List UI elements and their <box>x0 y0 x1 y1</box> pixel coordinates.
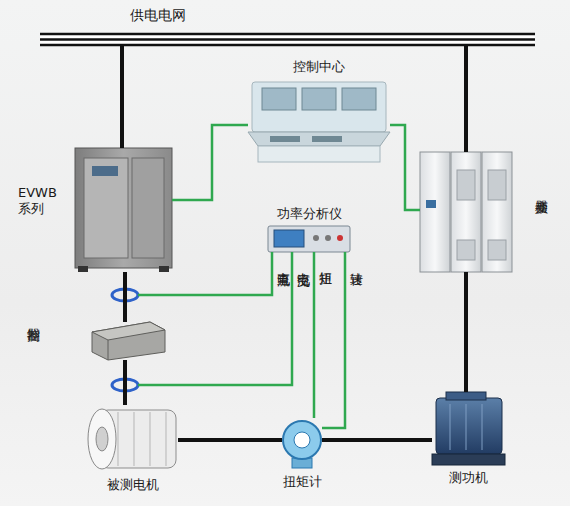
evwb-cabinet-part <box>92 166 118 176</box>
connector-line <box>390 125 420 210</box>
evwb-cabinet-part <box>75 148 172 268</box>
converter-cabinet-part <box>482 152 512 272</box>
motor-controller-part <box>92 322 165 340</box>
dynamometer-part <box>482 404 483 450</box>
connector-line <box>120 46 124 148</box>
device-node: 供电电网 <box>40 33 535 46</box>
converter-cabinet-part <box>451 152 481 272</box>
power-analyzer-part <box>313 235 319 241</box>
test-motor-part <box>150 412 151 466</box>
power-analyzer-part <box>325 235 331 241</box>
control-console-part <box>262 88 296 110</box>
converter-cabinet-part <box>488 240 506 260</box>
power-analyzer-part <box>274 230 304 247</box>
control-console-part <box>342 88 376 110</box>
test-motor-part <box>166 412 167 466</box>
motor-controller-part <box>108 340 109 360</box>
current-probe-part <box>112 379 138 391</box>
converter-cabinet-part <box>488 170 506 200</box>
test-motor <box>88 409 176 469</box>
signal-wire-part <box>138 252 292 385</box>
control-console-part <box>258 146 380 162</box>
current-probe <box>112 289 138 391</box>
dynamometer-part <box>432 454 505 465</box>
converter-cabinet-part <box>420 152 450 272</box>
connector-line <box>322 438 432 442</box>
connector-line <box>172 125 248 200</box>
device-label: 测功机 <box>422 470 515 486</box>
device-label: 被测电机 <box>78 477 188 493</box>
evwb-cabinet <box>75 148 172 272</box>
control-console <box>248 82 390 162</box>
control-console-part <box>270 136 300 142</box>
device-label: 供电电网 <box>130 7 210 23</box>
control-console-part <box>252 82 386 132</box>
torque-meter <box>283 421 321 468</box>
connector-line <box>313 252 316 418</box>
device-label: 功率分析仪 <box>258 206 360 222</box>
evwb-cabinet-part <box>132 158 164 258</box>
connector-line <box>464 46 468 152</box>
torque-meter-part <box>283 421 321 459</box>
control-console-part <box>302 88 336 110</box>
dynamometer-part <box>446 392 486 400</box>
power-analyzer-part <box>337 235 343 241</box>
test-motor-part <box>96 427 108 451</box>
torque-meter-part <box>294 432 310 448</box>
control-console-part <box>312 136 342 142</box>
signal-wire <box>138 252 292 385</box>
bus-bar-part <box>40 33 535 36</box>
bus-bar-part <box>40 38 535 41</box>
device-label: EVWB 系列 <box>18 185 66 217</box>
converter-cabinet-part <box>457 170 475 200</box>
converter-cabinet-part <box>457 240 475 260</box>
dynamometer-part <box>436 398 502 454</box>
device-node: 测功机 <box>432 392 505 465</box>
dynamometer <box>432 392 505 465</box>
current-probe-part <box>112 289 138 301</box>
evwb-cabinet-part <box>159 266 169 272</box>
device-label: 控制中心 <box>248 59 390 75</box>
converter-cabinet-part <box>426 200 436 208</box>
power-analyzer <box>268 226 350 252</box>
bus-bar-part <box>40 44 535 47</box>
dynamometer-part <box>466 404 467 450</box>
connector-line <box>322 252 345 428</box>
dynamometer-part <box>450 404 451 450</box>
signal-wire-part <box>138 252 272 295</box>
device-node: 被测电机 <box>88 405 178 472</box>
evwb-cabinet-part <box>78 266 88 272</box>
connector-line <box>178 438 282 442</box>
connector-line <box>123 272 127 322</box>
bus-bar <box>40 33 535 46</box>
device-node: 变频器 <box>420 152 512 272</box>
motor-controller <box>92 322 165 360</box>
converter-cabinet <box>420 152 512 272</box>
connector-line <box>464 272 468 392</box>
motor-controller-part <box>92 322 165 360</box>
evwb-cabinet-part <box>84 158 128 258</box>
bus-bar-part <box>40 33 535 46</box>
test-motor-part <box>88 409 116 469</box>
device-label: 扭矩计 <box>252 474 352 490</box>
control-console-part <box>248 132 390 146</box>
device-node: 扭矩计 <box>282 418 322 468</box>
test-motor-part <box>134 412 135 466</box>
device-node: 控制器 <box>92 322 165 360</box>
power-analyzer-part <box>268 226 350 252</box>
connector-line <box>123 360 127 405</box>
test-motor-part <box>118 412 119 466</box>
device-node: EVWB 系列 <box>75 148 172 272</box>
device-node: 功率分析仪 <box>268 226 350 252</box>
device-node: 控制中心 <box>248 80 390 162</box>
